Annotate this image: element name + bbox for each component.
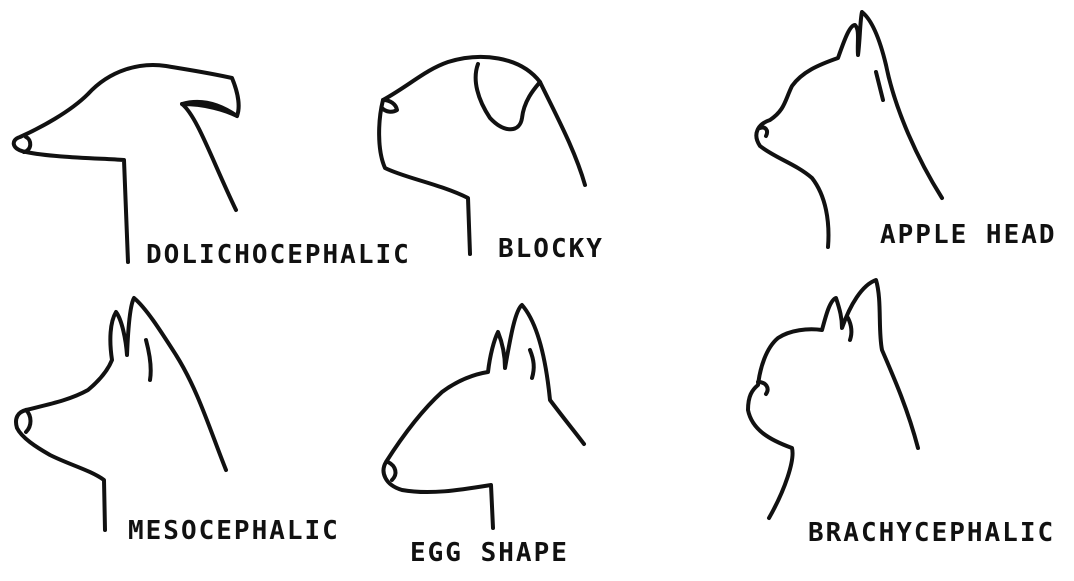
label-apple-head: APPLE HEAD bbox=[880, 222, 1057, 248]
label-brachycephalic: BRACHYCEPHALIC bbox=[808, 520, 1055, 546]
blocky-head-outline bbox=[379, 57, 585, 254]
label-egg-shape: EGG SHAPE bbox=[410, 540, 569, 566]
apple-head-outline bbox=[756, 12, 942, 247]
label-dolichocephalic: DOLICHOCEPHALIC bbox=[146, 242, 411, 268]
label-blocky: BLOCKY bbox=[498, 236, 604, 262]
mesocephalic-head-outline bbox=[16, 298, 226, 530]
label-mesocephalic: MESOCEPHALIC bbox=[128, 518, 340, 544]
dolichocephalic-head-outline bbox=[14, 65, 239, 262]
brachycephalic-head-outline bbox=[748, 280, 918, 518]
egg-shape-head-outline bbox=[384, 305, 584, 528]
